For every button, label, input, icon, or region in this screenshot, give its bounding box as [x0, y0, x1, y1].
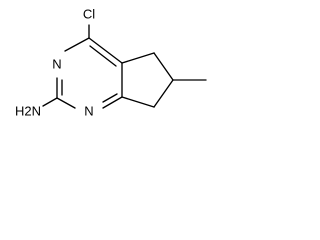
bond-c5-c6	[153, 52, 174, 81]
bond-c2-nh2	[42, 97, 58, 107]
bond-c4a-c4-double	[89, 45, 117, 67]
chemical-structure-diagram: Cl N N H2N	[15, 6, 207, 118]
atom-label-nitrogen-upper: N	[52, 56, 61, 71]
atom-label-amino-group: H2N	[15, 103, 41, 118]
atom-label-chlorine: Cl	[83, 6, 95, 21]
bond-c7-c7a	[121, 96, 155, 108]
bond-lines	[42, 24, 207, 109]
bond-c2-n1	[56, 97, 76, 109]
bond-c4-n3	[64, 37, 90, 52]
bond-n1-c7a-double	[102, 93, 118, 103]
atom-labels: Cl N N H2N	[15, 6, 95, 118]
bond-n1-c7a	[102, 96, 123, 109]
bond-c6-c7	[153, 79, 174, 108]
atom-label-nitrogen-lower: N	[84, 103, 93, 118]
bond-c4a-c4	[88, 37, 123, 64]
bond-c4a-c5	[121, 52, 155, 64]
